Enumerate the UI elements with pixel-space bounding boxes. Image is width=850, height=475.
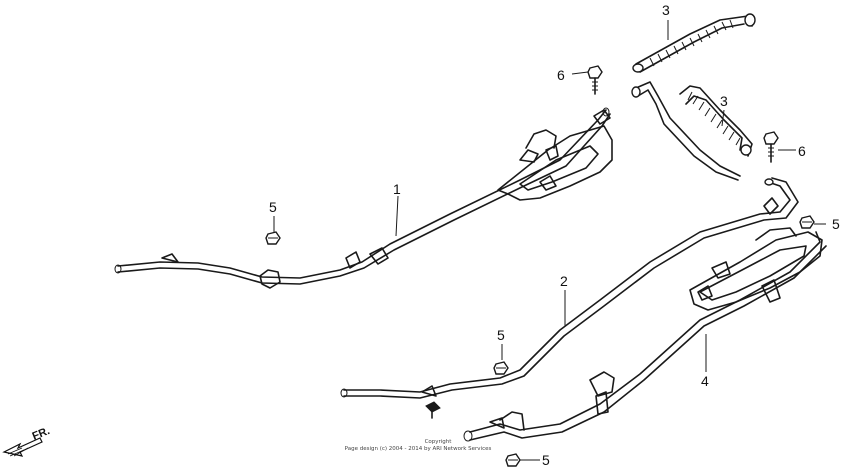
front-direction-arrow: FR. (2, 425, 52, 457)
callout-4: 4 (701, 373, 709, 389)
part-6-bolt-a[interactable] (587, 65, 603, 95)
part-2-frame-rail[interactable] (340, 177, 799, 419)
callout-5b: 5 (497, 327, 505, 343)
part-5-nut-a[interactable] (265, 231, 281, 245)
callout-2: 2 (560, 273, 568, 289)
callout-5d: 5 (542, 452, 550, 468)
callout-6a: 6 (557, 67, 565, 83)
callout-5a: 5 (269, 199, 277, 215)
part-3-hose-lower[interactable] (631, 81, 753, 181)
leader-lines (273, 20, 826, 461)
copyright-title: Copyright (425, 439, 453, 445)
callout-5c: 5 (832, 216, 840, 232)
callout-3a: 3 (662, 2, 670, 18)
part-4-frame-rail[interactable] (463, 227, 827, 442)
part-3-hose-upper[interactable] (632, 13, 756, 73)
part-1-frame-rail[interactable] (114, 107, 613, 289)
part-5-nut-c[interactable] (799, 215, 815, 229)
callout-1: 1 (393, 181, 401, 197)
part-5-nut-b[interactable] (493, 361, 509, 375)
copyright-notice: Page design (c) 2004 - 2014 by ARI Netwo… (345, 446, 492, 452)
front-label: FR. (31, 425, 52, 443)
part-6-bolt-b[interactable] (763, 131, 779, 163)
callout-3b: 3 (720, 93, 728, 109)
part-5-nut-d[interactable] (505, 453, 521, 467)
callout-6b: 6 (798, 143, 806, 159)
